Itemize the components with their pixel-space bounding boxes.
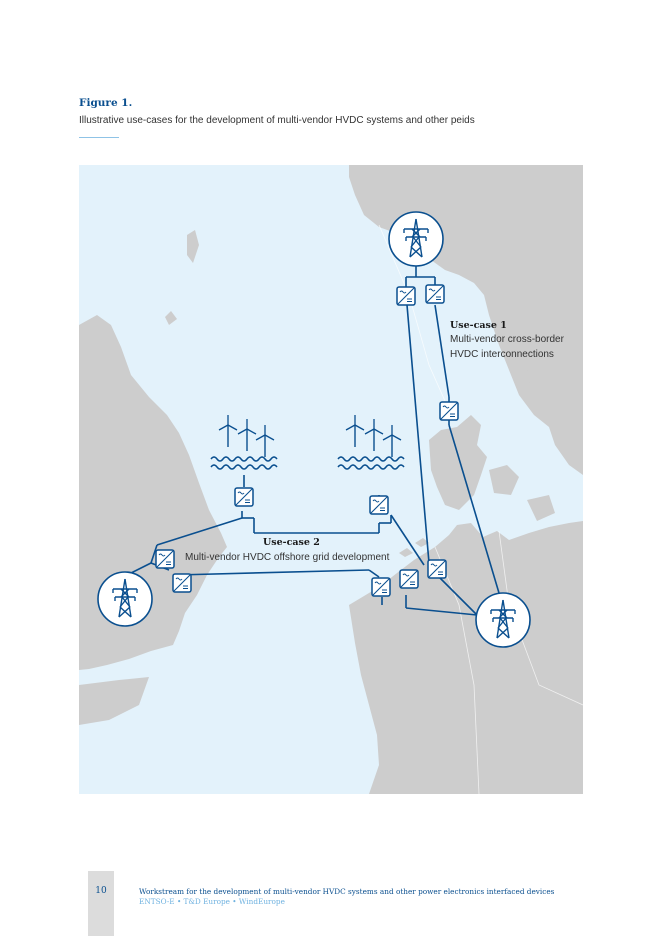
- transmission-tower-icon: [388, 211, 444, 267]
- danish-island-1: [489, 465, 519, 495]
- converter-icon: [234, 487, 254, 507]
- page-number: 10: [95, 886, 107, 896]
- map-graphic: [79, 165, 583, 794]
- orkney-island: [165, 311, 177, 325]
- footer-title: Workstream for the development of multi-…: [139, 887, 555, 896]
- caption-rule: [79, 137, 119, 138]
- converter-icon: [425, 284, 445, 304]
- converter-icon: [155, 549, 175, 569]
- transmission-tower-icon: [475, 592, 531, 648]
- island-a: [399, 548, 413, 557]
- continent-land: [349, 521, 583, 794]
- converter-icon: [369, 495, 389, 515]
- figure-caption: Illustrative use-cases for the developme…: [79, 115, 475, 126]
- east-land: [527, 360, 564, 395]
- britain-peninsula: [79, 677, 149, 725]
- transmission-tower-icon: [97, 571, 153, 627]
- scandinavia-land: [349, 165, 583, 475]
- converter-icon: [172, 573, 192, 593]
- converter-icon: [399, 569, 419, 589]
- danish-island-2: [527, 495, 555, 521]
- footer-bar: [88, 871, 114, 936]
- use-case-1-line2: HVDC interconnections: [450, 349, 554, 360]
- figure-label: Figure 1.: [79, 97, 133, 109]
- denmark-land: [429, 415, 487, 510]
- hvdc-map: Use-case 1 Multi-vendor cross-border HVD…: [79, 165, 583, 794]
- island-b: [415, 538, 429, 547]
- converter-icon: [439, 401, 459, 421]
- use-case-1-line1: Multi-vendor cross-border: [450, 334, 564, 345]
- use-case-2-title: Use-case 2: [263, 537, 320, 548]
- use-case-1-title: Use-case 1: [450, 320, 507, 331]
- footer-organizations: ENTSO-E • T&D Europe • WindEurope: [139, 897, 285, 906]
- converter-icon: [396, 286, 416, 306]
- use-case-2-line1: Multi-vendor HVDC offshore grid developm…: [185, 552, 390, 563]
- converter-icon: [371, 577, 391, 597]
- converter-icon: [427, 559, 447, 579]
- shetland-island: [187, 230, 199, 263]
